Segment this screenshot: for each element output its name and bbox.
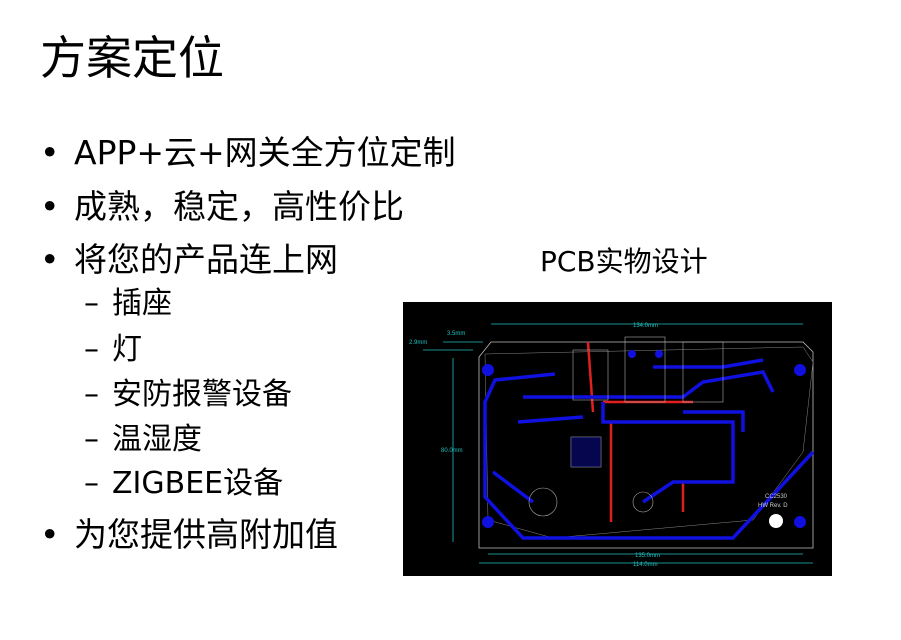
sub-text: 温湿度: [112, 422, 202, 457]
pcb-caption: PCB实物设计: [540, 245, 708, 278]
sub-text: 灯: [112, 332, 142, 367]
sub-marker: –: [84, 377, 99, 412]
sub-text: 安防报警设备: [112, 377, 292, 412]
dim-small2: 3.5mm: [447, 331, 465, 337]
dim-top: 134.0mm: [633, 323, 658, 329]
sub-item: –ZIGBEE设备: [84, 465, 283, 503]
sub-marker: –: [84, 286, 99, 321]
bullet-item: • APP+云+网关全方位定制: [40, 133, 456, 173]
bullet-text: 将您的产品连上网: [74, 240, 338, 279]
pcb-drawing: 134.0mm 135.0mm 114.0mm 80.0mm 2.9mm 3.5…: [409, 323, 815, 568]
sub-marker: –: [84, 422, 99, 457]
sub-item: –安防报警设备: [84, 376, 292, 414]
bullet-marker: •: [40, 187, 60, 226]
sub-text: 插座: [112, 286, 172, 321]
board-label-2: HW Rev. D: [758, 503, 788, 509]
slide-title: 方案定位: [40, 31, 224, 85]
bullet-marker: •: [40, 133, 60, 172]
sub-item: –温湿度: [84, 421, 202, 459]
dim-bottom1: 135.0mm: [635, 553, 660, 559]
sub-text: ZIGBEE设备: [112, 466, 284, 501]
bullet-text: APP+云+网关全方位定制: [74, 133, 456, 172]
dim-small1: 2.9mm: [409, 340, 427, 346]
sub-item: –灯: [84, 331, 142, 369]
bullet-marker: •: [40, 515, 60, 554]
sub-marker: –: [84, 466, 99, 501]
dim-bottom2: 114.0mm: [633, 562, 658, 568]
bullet-item: • 将您的产品连上网: [40, 240, 338, 280]
bullet-text: 为您提供高附加值: [74, 515, 338, 554]
bullet-marker: •: [40, 240, 60, 279]
board-label-1: CC2530: [765, 494, 788, 500]
sub-marker: –: [84, 332, 99, 367]
dim-left: 80.0mm: [441, 448, 463, 454]
bullet-item: • 为您提供高附加值: [40, 515, 338, 555]
bullet-text: 成熟，稳定，高性价比: [74, 187, 404, 226]
pcb-image: 134.0mm 135.0mm 114.0mm 80.0mm 2.9mm 3.5…: [403, 302, 832, 576]
sub-item: –插座: [84, 285, 172, 323]
bullet-item: • 成熟，稳定，高性价比: [40, 187, 404, 227]
